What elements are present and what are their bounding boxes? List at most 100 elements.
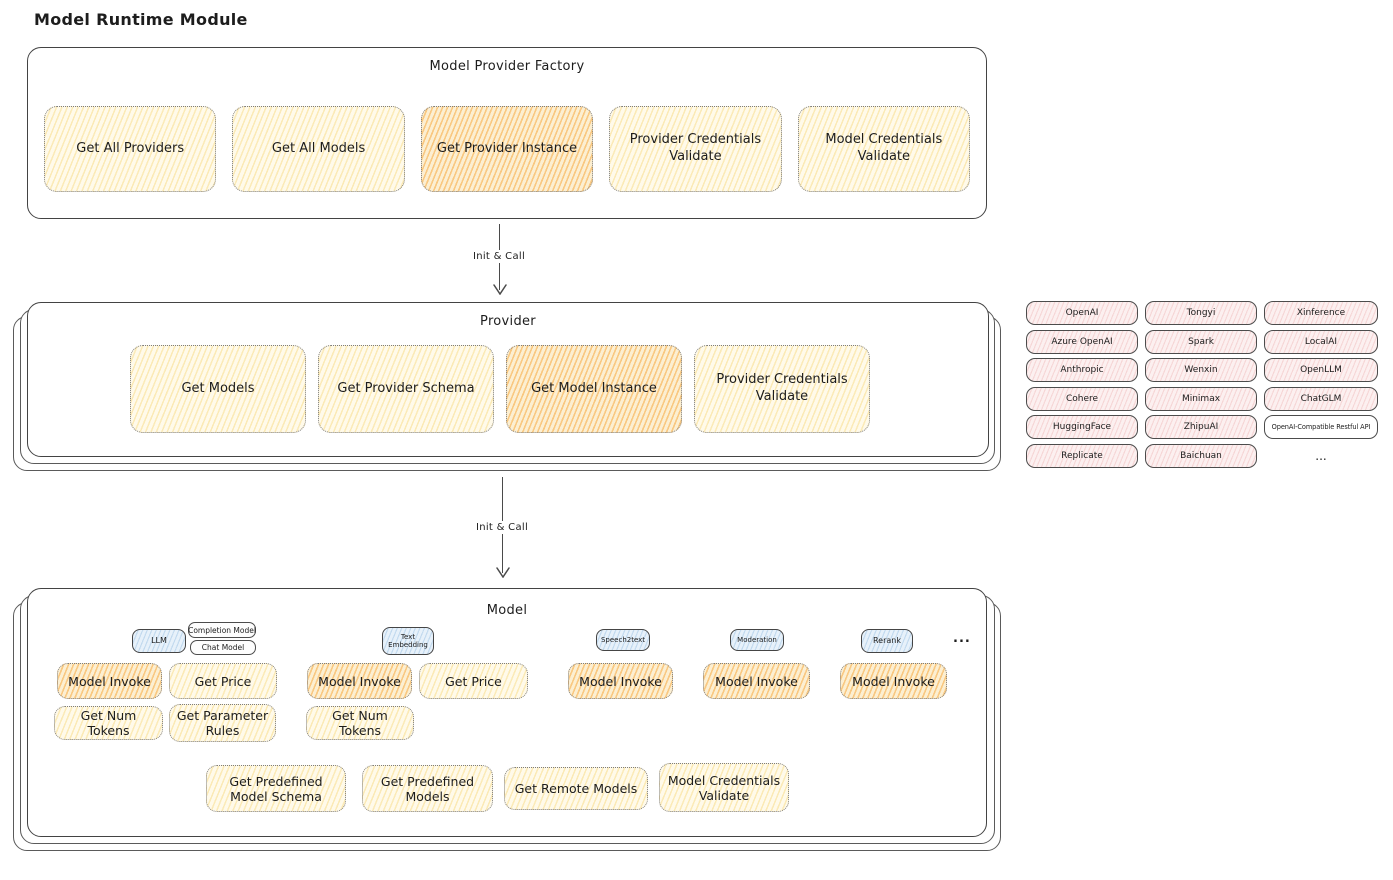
- moderation-model-invoke-node: Model Invoke: [703, 663, 810, 699]
- provider-pill-localai-label: LocalAI: [1304, 336, 1338, 347]
- provider-pill-openai-label: OpenAI: [1065, 308, 1099, 318]
- llm-get-price-label: Get Price: [194, 673, 252, 689]
- rerank-model-invoke-node: Model Invoke: [840, 663, 947, 699]
- get-model-instance-node: Get Model Instance: [506, 345, 682, 433]
- get-provider-schema-label: Get Provider Schema: [337, 380, 475, 396]
- provider-pill-openai-compatible: OpenAI-Compatible Restful API: [1264, 415, 1378, 439]
- moderation-model-invoke-label: Model Invoke: [715, 673, 798, 689]
- get-all-providers-node: Get All Providers: [44, 106, 217, 192]
- tag-text-embedding: Text Embedding: [382, 627, 434, 655]
- model-box: Model LLM Completion Model Chat Model Te…: [27, 588, 987, 837]
- init-call-label-2: Init & Call: [470, 521, 534, 534]
- get-predefined-models-node: Get Predefined Models: [362, 765, 493, 812]
- rerank-model-invoke-label: Model Invoke: [852, 673, 935, 689]
- provider-list-ellipsis-label: ...: [1315, 448, 1327, 463]
- factory-box: Model Provider Factory Get All Providers…: [27, 47, 987, 219]
- model-credentials-validate-node-2: Model Credentials Validate: [659, 763, 789, 812]
- model-credentials-validate-node: Model Credentials Validate: [797, 106, 971, 192]
- get-remote-models-label: Get Remote Models: [514, 781, 638, 796]
- model-title: Model: [486, 603, 528, 618]
- tag-moderation-label: Moderation: [737, 635, 777, 644]
- get-remote-models-node: Get Remote Models: [504, 767, 648, 810]
- tag-speech2text-label: Speech2text: [600, 635, 646, 644]
- llm-model-invoke-node: Model Invoke: [57, 663, 162, 699]
- provider-pill-wenxin-label: Wenxin: [1184, 365, 1218, 375]
- provider-pill-azure-openai: Azure OpenAI: [1026, 329, 1138, 354]
- get-all-models-label: Get All Models: [271, 140, 366, 156]
- model-credentials-validate-label: Model Credentials Validate: [825, 132, 943, 164]
- get-models-label: Get Models: [181, 380, 255, 396]
- arrowhead-down-icon: [493, 284, 507, 295]
- get-all-models-node: Get All Models: [232, 106, 405, 192]
- arrowhead-down-icon-2: [496, 567, 510, 578]
- provider-pill-chatglm-label: ChatGLM: [1300, 393, 1342, 404]
- llm-model-invoke-label: Model Invoke: [68, 673, 151, 689]
- tag-completion-model: Completion Model: [188, 622, 256, 638]
- llm-get-num-tokens-node: Get Num Tokens: [54, 706, 163, 740]
- text-embedding-model-invoke-label: Model Invoke: [318, 673, 401, 689]
- provider-pill-xinference-label: Xinference: [1296, 308, 1346, 318]
- text-embedding-get-num-tokens-label: Get Num Tokens: [332, 708, 388, 738]
- provider-pill-localai: LocalAI: [1264, 329, 1378, 354]
- provider-pill-zhipuai-label: ZhipuAI: [1183, 422, 1219, 432]
- provider-pill-zhipuai: ZhipuAI: [1145, 415, 1257, 439]
- get-models-node: Get Models: [130, 345, 306, 433]
- tag-chat-model: Chat Model: [190, 640, 256, 655]
- provider-pill-baichuan: Baichuan: [1145, 443, 1257, 468]
- tag-speech2text: Speech2text: [596, 629, 650, 651]
- provider-pill-huggingface-label: HuggingFace: [1052, 422, 1112, 432]
- provider-pill-spark-label: Spark: [1188, 336, 1214, 347]
- provider-pill-minimax: Minimax: [1145, 386, 1257, 411]
- provider-credentials-validate-node: Provider Credentials Validate: [609, 106, 782, 192]
- tag-completion-model-label: Completion Model: [188, 625, 256, 635]
- get-predefined-models-label: Get Predefined Models: [380, 773, 475, 804]
- get-model-instance-label: Get Model Instance: [531, 380, 657, 396]
- tag-text-embedding-label: Text Embedding: [388, 632, 428, 649]
- tag-rerank-label: Rerank: [872, 636, 901, 646]
- provider-pill-wenxin: Wenxin: [1145, 358, 1257, 382]
- tag-llm: LLM: [132, 629, 186, 653]
- provider-title: Provider: [480, 314, 536, 329]
- provider-pill-minimax-label: Minimax: [1181, 393, 1221, 404]
- text-embedding-model-invoke-node: Model Invoke: [307, 663, 412, 699]
- provider-pill-openllm: OpenLLM: [1264, 358, 1378, 382]
- provider-pill-baichuan-label: Baichuan: [1180, 450, 1222, 461]
- provider-button-row: Get Models Get Provider Schema Get Model…: [130, 345, 870, 433]
- provider-pill-cohere-label: Cohere: [1065, 393, 1099, 404]
- get-all-providers-label: Get All Providers: [76, 140, 185, 156]
- llm-get-parameter-rules-node: Get Parameter Rules: [169, 704, 276, 742]
- get-predefined-model-schema-label: Get Predefined Model Schema: [229, 773, 323, 804]
- init-call-label-1: Init & Call: [467, 250, 531, 263]
- get-predefined-model-schema-node: Get Predefined Model Schema: [206, 765, 346, 812]
- provider-list-ellipsis: ...: [1264, 444, 1378, 468]
- text-embedding-get-price-label: Get Price: [445, 673, 502, 689]
- get-provider-instance-node: Get Provider Instance: [420, 106, 594, 192]
- tag-rerank: Rerank: [861, 629, 913, 653]
- provider-pill-anthropic: Anthropic: [1026, 358, 1138, 382]
- provider-pill-openllm-label: OpenLLM: [1300, 365, 1342, 375]
- tag-chat-model-label: Chat Model: [201, 643, 245, 652]
- model-tags-ellipsis: ...: [953, 631, 971, 646]
- factory-title: Model Provider Factory: [429, 59, 585, 74]
- factory-button-row: Get All Providers Get All Models Get Pro…: [44, 106, 971, 192]
- provider-pill-azure-openai-label: Azure OpenAI: [1051, 336, 1113, 347]
- provider-pill-anthropic-label: Anthropic: [1060, 365, 1104, 375]
- provider-credentials-validate-node-2: Provider Credentials Validate: [694, 345, 870, 433]
- text-embedding-get-price-node: Get Price: [419, 663, 528, 699]
- speech2text-model-invoke-node: Model Invoke: [568, 663, 673, 699]
- provider-pill-tongyi: Tongyi: [1145, 301, 1257, 325]
- llm-get-parameter-rules-label: Get Parameter Rules: [176, 708, 269, 738]
- provider-credentials-validate-label: Provider Credentials Validate: [629, 132, 762, 164]
- provider-pill-openai: OpenAI: [1026, 301, 1138, 325]
- provider-pill-xinference: Xinference: [1264, 301, 1378, 325]
- speech2text-model-invoke-label: Model Invoke: [579, 673, 662, 689]
- llm-get-num-tokens-label: Get Num Tokens: [80, 708, 137, 738]
- provider-box: Provider Get Models Get Provider Schema …: [27, 302, 989, 457]
- tag-moderation: Moderation: [730, 629, 784, 651]
- text-embedding-get-num-tokens-node: Get Num Tokens: [306, 706, 414, 740]
- provider-pill-openai-compatible-label: OpenAI-Compatible Restful API: [1271, 423, 1371, 431]
- tag-llm-label: LLM: [151, 636, 167, 646]
- provider-pill-tongyi-label: Tongyi: [1186, 308, 1216, 318]
- model-credentials-validate-label-2: Model Credentials Validate: [667, 772, 781, 803]
